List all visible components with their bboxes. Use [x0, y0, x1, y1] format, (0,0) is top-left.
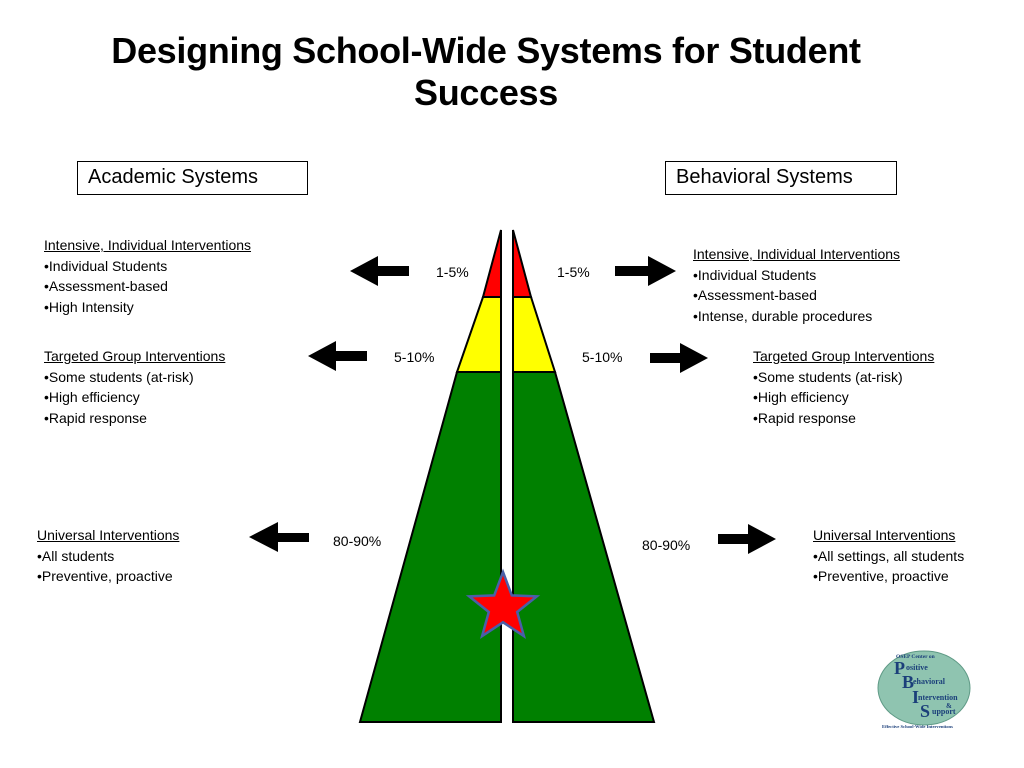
logo-initial: S — [920, 701, 930, 721]
title-line-2: Success — [413, 72, 558, 113]
bullet: •All settings, all students — [813, 547, 965, 564]
academic-targeted-block: Targeted Group Interventions •Some stude… — [44, 346, 225, 428]
logo-word: ehavioral — [913, 677, 946, 686]
bullet: •High efficiency — [753, 389, 849, 406]
bullet: •All students — [37, 547, 115, 564]
logo-word: ositive — [906, 663, 928, 672]
academic-universal-tier — [358, 371, 502, 723]
bullet: •Preventive, proactive — [813, 568, 949, 585]
bullet: •Assessment-based — [44, 278, 168, 295]
pbis-logo: OSEP Center on P ositive B ehavioral I n… — [877, 650, 971, 729]
behavioral-targeted-block: Targeted Group Interventions •Some stude… — [753, 346, 934, 428]
logo-ellipse — [877, 650, 971, 726]
behavioral-intensive-block: Intensive, Individual Interventions •Ind… — [693, 244, 900, 326]
logo-initial: P — [894, 658, 905, 678]
behavioral-intensive-tier — [512, 229, 533, 298]
behavioral-systems-box: Behavioral Systems — [665, 161, 897, 195]
academic-universal-heading: Universal Interventions — [37, 527, 180, 543]
academic-intensive-heading: Intensive, Individual Interventions — [44, 237, 252, 253]
logo-initial: I — [912, 687, 919, 707]
behavioral-targeted-heading: Targeted Group Interventions — [753, 348, 935, 364]
title-line-1: Designing School-Wide Systems for Studen… — [111, 30, 861, 71]
bullet: •High Intensity — [44, 298, 134, 315]
arrow-right-icon — [718, 524, 776, 554]
behavioral-intensive-percent: 1-5% — [557, 264, 590, 280]
bullet: •Some students (at-risk) — [753, 368, 903, 385]
page-title: Designing School-Wide Systems for Studen… — [60, 30, 912, 114]
arrow-left-icon — [350, 256, 409, 286]
arrow-left-icon — [308, 341, 367, 371]
academic-intensive-percent: 1-5% — [436, 264, 469, 280]
academic-targeted-percent: 5-10% — [394, 349, 435, 365]
logo-word: upport — [932, 707, 956, 716]
bullet: •High efficiency — [44, 389, 140, 406]
logo-ampersand: & — [946, 702, 952, 710]
arrow-left-icon — [249, 522, 309, 552]
bullet: •Rapid response — [753, 409, 856, 426]
bullet: •Rapid response — [44, 409, 147, 426]
academic-systems-box: Academic Systems — [77, 161, 308, 195]
logo-top-text: OSEP Center on — [896, 654, 935, 660]
behavioral-universal-tier — [512, 371, 656, 723]
academic-targeted-tier — [455, 296, 502, 373]
logo-initial: B — [902, 672, 914, 692]
bullet: •Individual Students — [44, 257, 168, 274]
behavioral-targeted-tier — [512, 296, 557, 373]
academic-targeted-heading: Targeted Group Interventions — [44, 348, 226, 364]
arrow-right-icon — [650, 343, 708, 373]
logo-tagline: Effective School-Wide Interventions — [882, 724, 953, 729]
bullet: •Preventive, proactive — [37, 568, 173, 585]
star-icon — [465, 568, 541, 639]
bullet: •Some students (at-risk) — [44, 368, 194, 385]
academic-intensive-block: Intensive, Individual Interventions •Ind… — [44, 235, 251, 317]
academic-universal-block: Universal Interventions •All students •P… — [37, 525, 179, 587]
academic-intensive-tier — [481, 229, 502, 298]
bullet: •Individual Students — [693, 266, 817, 283]
behavioral-intensive-heading: Intensive, Individual Interventions — [693, 246, 901, 262]
behavioral-targeted-percent: 5-10% — [582, 349, 623, 365]
behavioral-universal-heading: Universal Interventions — [813, 527, 956, 543]
behavioral-universal-block: Universal Interventions •All settings, a… — [813, 525, 964, 587]
academic-universal-percent: 80-90% — [333, 533, 382, 549]
bullet: •Assessment-based — [693, 287, 817, 304]
behavioral-universal-percent: 80-90% — [642, 537, 691, 553]
arrow-right-icon — [615, 256, 676, 286]
bullet: •Intense, durable procedures — [693, 307, 873, 324]
logo-word: ntervention — [918, 693, 958, 702]
